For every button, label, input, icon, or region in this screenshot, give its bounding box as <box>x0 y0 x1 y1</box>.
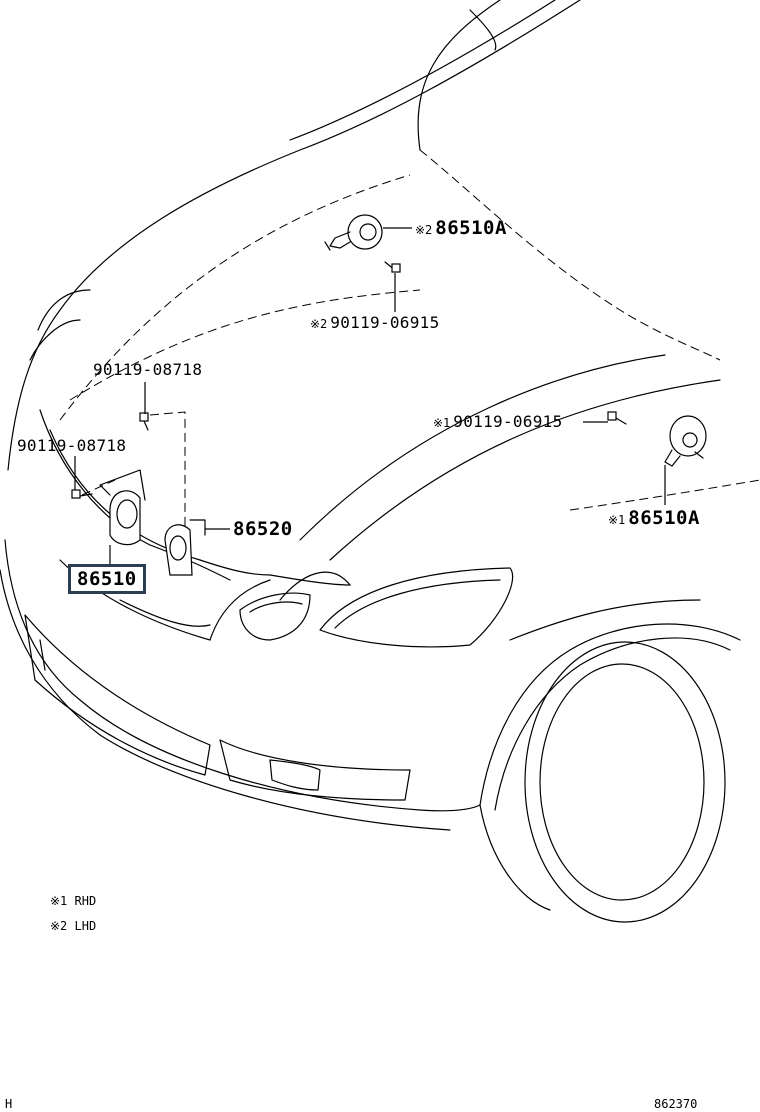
footer-left-code: H <box>5 1097 13 1111</box>
callout-bolt-left-upper[interactable]: 90119-08718 <box>93 360 202 379</box>
legend-mark: ※1 <box>50 894 68 908</box>
legend-mark: ※2 <box>50 919 68 933</box>
bumper-outline <box>0 539 481 831</box>
legend-text: LHD <box>74 919 97 933</box>
part-number: 86510A <box>628 507 700 529</box>
windshield-outline <box>299 354 760 561</box>
lhd-mark: ※2 <box>415 223 433 237</box>
callout-bracket[interactable]: 86520 <box>233 518 293 540</box>
assembly-lines <box>81 411 186 530</box>
part-number: 90119-06915 <box>330 313 440 332</box>
horn-rhd[interactable] <box>664 415 707 467</box>
wheel-outline <box>524 641 726 923</box>
bolt-left-upper[interactable] <box>139 412 149 431</box>
legend-item-rhd: ※1 RHD <box>50 894 96 908</box>
headlight-left <box>239 592 311 641</box>
lhd-mark: ※2 <box>310 317 328 331</box>
leader-lines <box>74 227 666 565</box>
callout-horn-main-highlighted[interactable]: 86510 <box>68 564 146 594</box>
bolt-rhd[interactable] <box>607 411 627 425</box>
footer-diagram-number: 862370 <box>654 1097 698 1111</box>
horn-main[interactable] <box>99 469 146 546</box>
part-number: 90119-08718 <box>17 436 127 455</box>
legend-item-lhd: ※2 LHD <box>50 919 96 933</box>
bolt-left-lower[interactable] <box>71 489 93 499</box>
callout-bolt-left-lower[interactable]: 90119-08718 <box>17 436 126 455</box>
part-number: 86510 <box>77 568 137 590</box>
horn-lhd[interactable] <box>324 214 383 251</box>
part-number: 86520 <box>233 518 293 540</box>
part-number: 90119-08718 <box>93 360 203 379</box>
bolt-lhd[interactable] <box>384 261 401 273</box>
part-number: 86510A <box>435 217 507 239</box>
rhd-mark: ※1 <box>433 416 451 430</box>
legend-text: RHD <box>74 894 97 908</box>
part-number: 90119-06915 <box>453 412 563 431</box>
fender-outline <box>479 599 741 911</box>
bracket-86520[interactable] <box>164 519 206 576</box>
hood-outline <box>7 0 721 471</box>
rhd-mark: ※1 <box>608 513 626 527</box>
headlight-right <box>279 567 514 648</box>
